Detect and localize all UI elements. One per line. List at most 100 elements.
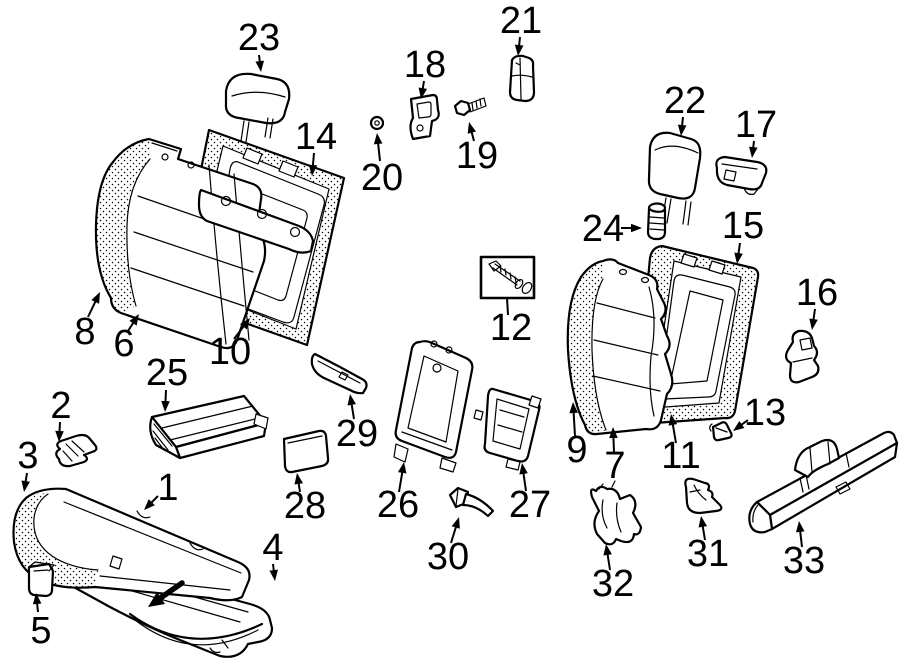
leader-arrowhead bbox=[698, 516, 708, 528]
leader-arrowhead bbox=[668, 414, 678, 426]
callout-number: 25 bbox=[146, 352, 188, 394]
part-9-side-bolster-right bbox=[567, 261, 606, 435]
leader-arrowhead bbox=[55, 430, 64, 442]
callout-number: 1 bbox=[157, 467, 178, 509]
leader-arrowhead bbox=[239, 318, 250, 330]
callout-number: 11 bbox=[661, 435, 700, 477]
callout-23-headrest-left: 23 bbox=[238, 17, 280, 72]
leader-arrowhead bbox=[373, 133, 383, 145]
leader-arrowhead bbox=[294, 473, 303, 485]
part-1-seat-cushion bbox=[12, 487, 251, 602]
callout-22-headrest-right: 22 bbox=[664, 80, 706, 136]
leader-arrowhead bbox=[144, 499, 155, 510]
callout-number: 22 bbox=[664, 80, 706, 122]
leader-arrowhead bbox=[733, 421, 745, 431]
callout-16-side-bracket: 16 bbox=[796, 272, 838, 330]
callout-26-armrest-frame: 26 bbox=[377, 462, 419, 526]
callout-number: 4 bbox=[262, 527, 283, 569]
part-2-retaining-clip bbox=[55, 433, 98, 468]
frame-wing-bracket bbox=[197, 188, 315, 254]
callout-number: 16 bbox=[796, 272, 838, 314]
callout-18-striker-plate: 18 bbox=[404, 44, 446, 99]
part-8-side-bolster-left bbox=[95, 139, 150, 313]
part-31-cover-bracket bbox=[684, 477, 723, 515]
leader-arrowhead bbox=[631, 223, 642, 233]
part-25-armrest-folded bbox=[149, 394, 269, 460]
callout-number: 7 bbox=[604, 445, 625, 487]
callout-number: 23 bbox=[238, 17, 280, 59]
callout-12-hardware-kit-boxed: 12 bbox=[490, 297, 532, 349]
callout-number: 24 bbox=[582, 208, 624, 250]
leader-arrowhead bbox=[609, 427, 618, 439]
callout-number: 32 bbox=[592, 563, 634, 605]
callout-number: 31 bbox=[687, 533, 729, 575]
callout-6-seatback-cover-left: 6 bbox=[113, 314, 139, 365]
part-11-inner-frame-right bbox=[658, 274, 736, 400]
callout-2-retaining-clip: 2 bbox=[50, 385, 72, 442]
part-13-push-pin-clip bbox=[709, 421, 733, 442]
callout-5-retainer-cup: 5 bbox=[30, 593, 52, 652]
part-28-trim-panel bbox=[282, 429, 330, 474]
part-12-hardware-kit bbox=[479, 255, 536, 300]
callout-number: 33 bbox=[783, 540, 825, 582]
callout-29-trim-strip: 29 bbox=[336, 394, 378, 455]
part-30-hook bbox=[448, 486, 495, 518]
callout-number: 14 bbox=[295, 116, 337, 158]
callout-13-push-pin-clip: 13 bbox=[733, 392, 786, 434]
callout-number: 17 bbox=[735, 104, 777, 146]
callout-33-ski-pass-through-box: 33 bbox=[783, 521, 825, 582]
leader-arrowhead bbox=[569, 402, 578, 414]
part-17-headrest-guide bbox=[715, 155, 768, 195]
leader-arrowhead bbox=[21, 480, 30, 492]
part-16-side-bracket bbox=[784, 329, 820, 384]
part-23-headrest-left bbox=[224, 72, 291, 143]
leader-arrowhead bbox=[269, 569, 278, 581]
leader-arrowhead bbox=[255, 60, 264, 72]
leader-arrowhead bbox=[809, 318, 818, 330]
part-24-guide-sleeve-knob bbox=[646, 202, 667, 241]
callout-11-seatback-inner-frame-right: 11 bbox=[661, 414, 701, 477]
callout-number: 26 bbox=[377, 484, 419, 526]
part-19-bolt bbox=[453, 97, 487, 117]
part-18-striker-plate bbox=[409, 93, 440, 141]
callout-number: 2 bbox=[50, 385, 71, 427]
callout-27-latch-frame: 27 bbox=[509, 463, 551, 526]
leader-arrowhead bbox=[91, 292, 100, 304]
part-29-trim-strip bbox=[310, 352, 368, 395]
callout-number: 9 bbox=[566, 429, 587, 471]
part-26-armrest-frame bbox=[393, 340, 474, 473]
assembly-direction-arrow bbox=[148, 580, 185, 607]
callout-number: 5 bbox=[30, 610, 51, 652]
part-5-retainer-cup bbox=[27, 561, 55, 598]
callout-9-seatback-side-bolster-right: 9 bbox=[566, 402, 588, 471]
callout-number: 3 bbox=[17, 435, 38, 477]
leader-arrowhead bbox=[418, 87, 428, 99]
callout-number: 15 bbox=[722, 205, 764, 247]
part-3-cushion-side-bolster bbox=[13, 493, 98, 588]
part-20-grommet bbox=[369, 115, 385, 131]
callout-15-seatback-panel-right: 15 bbox=[722, 205, 764, 264]
callout-number: 21 bbox=[500, 0, 542, 42]
leader-arrowhead bbox=[32, 593, 42, 605]
callout-31-cover-bracket: 31 bbox=[687, 516, 729, 575]
callout-14-seatback-panel-left: 14 bbox=[295, 116, 337, 176]
part-21-trim-cover bbox=[508, 54, 536, 103]
callout-layer: 1234567891011121314151617181920212223242… bbox=[17, 0, 838, 652]
leader-arrowhead bbox=[749, 146, 758, 158]
callout-number: 13 bbox=[744, 392, 786, 434]
callout-24-guide-sleeve-knob: 24 bbox=[582, 208, 642, 250]
callout-19-bolt: 19 bbox=[456, 122, 498, 177]
callout-20-grommet: 20 bbox=[361, 133, 403, 199]
callout-17-headrest-guide: 17 bbox=[735, 104, 777, 158]
callout-30-hook: 30 bbox=[427, 517, 469, 578]
callout-number: 30 bbox=[427, 536, 469, 578]
callout-number: 19 bbox=[456, 135, 498, 177]
part-6-seatback-cover-left bbox=[94, 137, 267, 350]
callout-4-seat-pan-frame: 4 bbox=[262, 527, 284, 581]
leader-arrowhead bbox=[795, 521, 805, 533]
leader-arrowhead bbox=[519, 463, 528, 475]
leader-arrowhead bbox=[308, 164, 318, 176]
leader-arrowhead bbox=[397, 462, 407, 474]
